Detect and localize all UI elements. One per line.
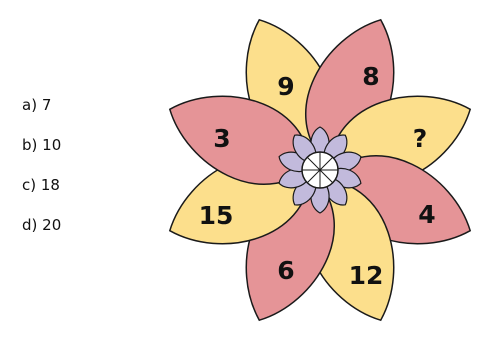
petal-number-6: 6 bbox=[277, 256, 294, 285]
center-spokes bbox=[302, 152, 338, 188]
petal-number-4: 4 bbox=[418, 200, 435, 229]
center-wheel bbox=[302, 152, 338, 188]
petal-number-15: 15 bbox=[199, 201, 234, 230]
petal-number-question: ? bbox=[413, 124, 428, 153]
petal-number-3: 3 bbox=[213, 124, 230, 153]
petal-number-9: 9 bbox=[277, 72, 294, 101]
petal-number-12: 12 bbox=[349, 261, 384, 290]
petal-number-8: 8 bbox=[362, 62, 379, 91]
